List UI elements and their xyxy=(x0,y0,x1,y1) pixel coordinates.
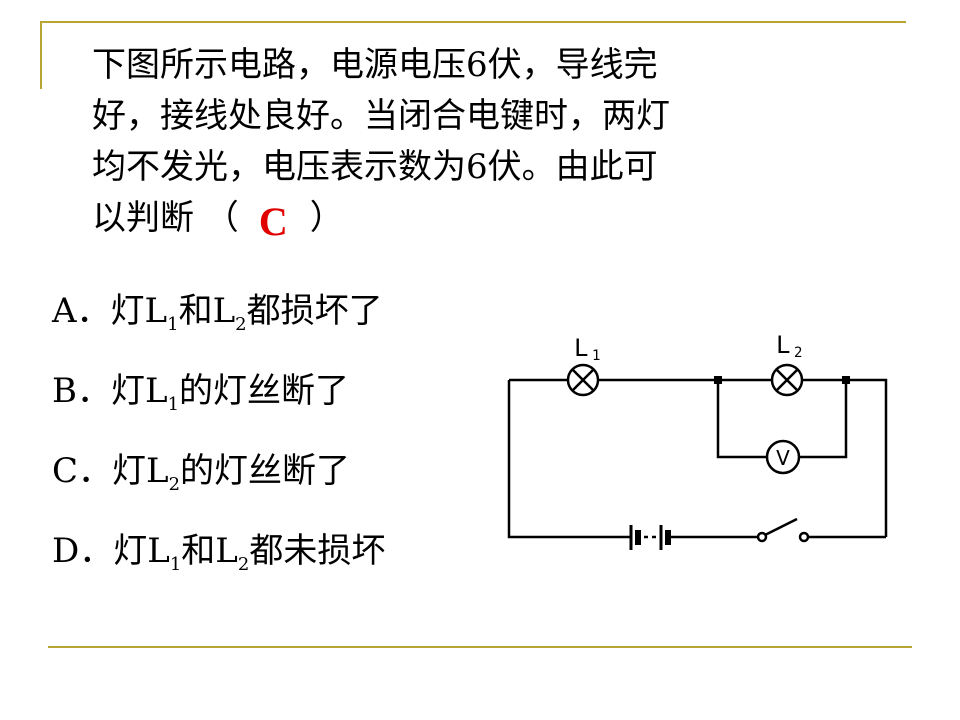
option-d-sub2: 2 xyxy=(237,554,250,575)
option-b: B．灯L1的灯丝断了 xyxy=(52,365,385,445)
option-a: A．灯L1和L2都损坏了 xyxy=(52,285,385,365)
answer-letter: C xyxy=(258,199,288,244)
lamp-l1-label-sub: 1 xyxy=(592,348,600,364)
junction-dot-right xyxy=(842,376,850,384)
option-d-prefix: D．灯L xyxy=(52,531,170,571)
lamp-l1-icon xyxy=(566,363,600,397)
switch-icon xyxy=(756,517,810,543)
top-rule xyxy=(40,21,906,23)
lamp-l1-label: L xyxy=(574,334,588,362)
wire-l2-to-right xyxy=(803,378,888,537)
wire-voltmeter-loop xyxy=(716,380,848,459)
question-line-4-prefix: 以判断 （ xyxy=(92,198,239,238)
lamp-l2-label: L xyxy=(776,331,790,359)
option-d-suffix: 都未损坏 xyxy=(249,531,386,571)
question-line-1: 下图所示电路，电源电压6伏，导线完 xyxy=(92,45,658,85)
options-list: A．灯L1和L2都损坏了 B．灯L1的灯丝断了 C．灯L2的灯丝断了 D．灯L1… xyxy=(52,285,385,605)
lamp-l2-label-sub: 2 xyxy=(794,345,802,361)
bottom-rule xyxy=(48,646,912,648)
voltmeter-icon: V xyxy=(765,439,801,475)
battery-icon xyxy=(629,525,671,550)
option-a-suffix: 都损坏了 xyxy=(246,291,383,331)
question-text: 下图所示电路，电源电压6伏，导线完 好，接线处良好。当闭合电键时，两灯 均不发光… xyxy=(92,40,852,247)
option-a-sub2: 2 xyxy=(235,314,247,335)
lamp-l2-icon xyxy=(770,363,804,397)
option-c-sub1: 2 xyxy=(168,474,181,495)
option-c-suffix: 的灯丝断了 xyxy=(180,451,351,491)
option-b-prefix: B．灯L xyxy=(52,371,168,411)
option-d-sub1: 1 xyxy=(169,554,182,575)
option-a-prefix: A．灯L xyxy=(52,291,168,331)
voltmeter-symbol: V xyxy=(776,446,790,470)
question-line-4-suffix: ） xyxy=(309,198,344,238)
option-a-sub1: 1 xyxy=(167,314,179,335)
left-rule xyxy=(40,21,42,89)
question-line-4: 以判断 （ C ） xyxy=(92,193,852,247)
wire-left xyxy=(507,380,631,539)
option-c-prefix: C．灯L xyxy=(52,451,169,491)
option-c: C．灯L2的灯丝断了 xyxy=(52,445,385,525)
option-b-sub1: 1 xyxy=(167,394,180,415)
question-line-3: 均不发光，电压表示数为6伏。由此可 xyxy=(92,147,658,187)
option-d-mid: 和L xyxy=(181,531,238,571)
option-d: D．灯L1和L2都未损坏 xyxy=(52,525,385,605)
junction-dot-left xyxy=(714,376,722,384)
option-a-mid: 和L xyxy=(178,291,236,331)
option-b-suffix: 的灯丝断了 xyxy=(179,371,350,411)
question-line-2: 好，接线处良好。当闭合电键时，两灯 xyxy=(92,96,670,136)
